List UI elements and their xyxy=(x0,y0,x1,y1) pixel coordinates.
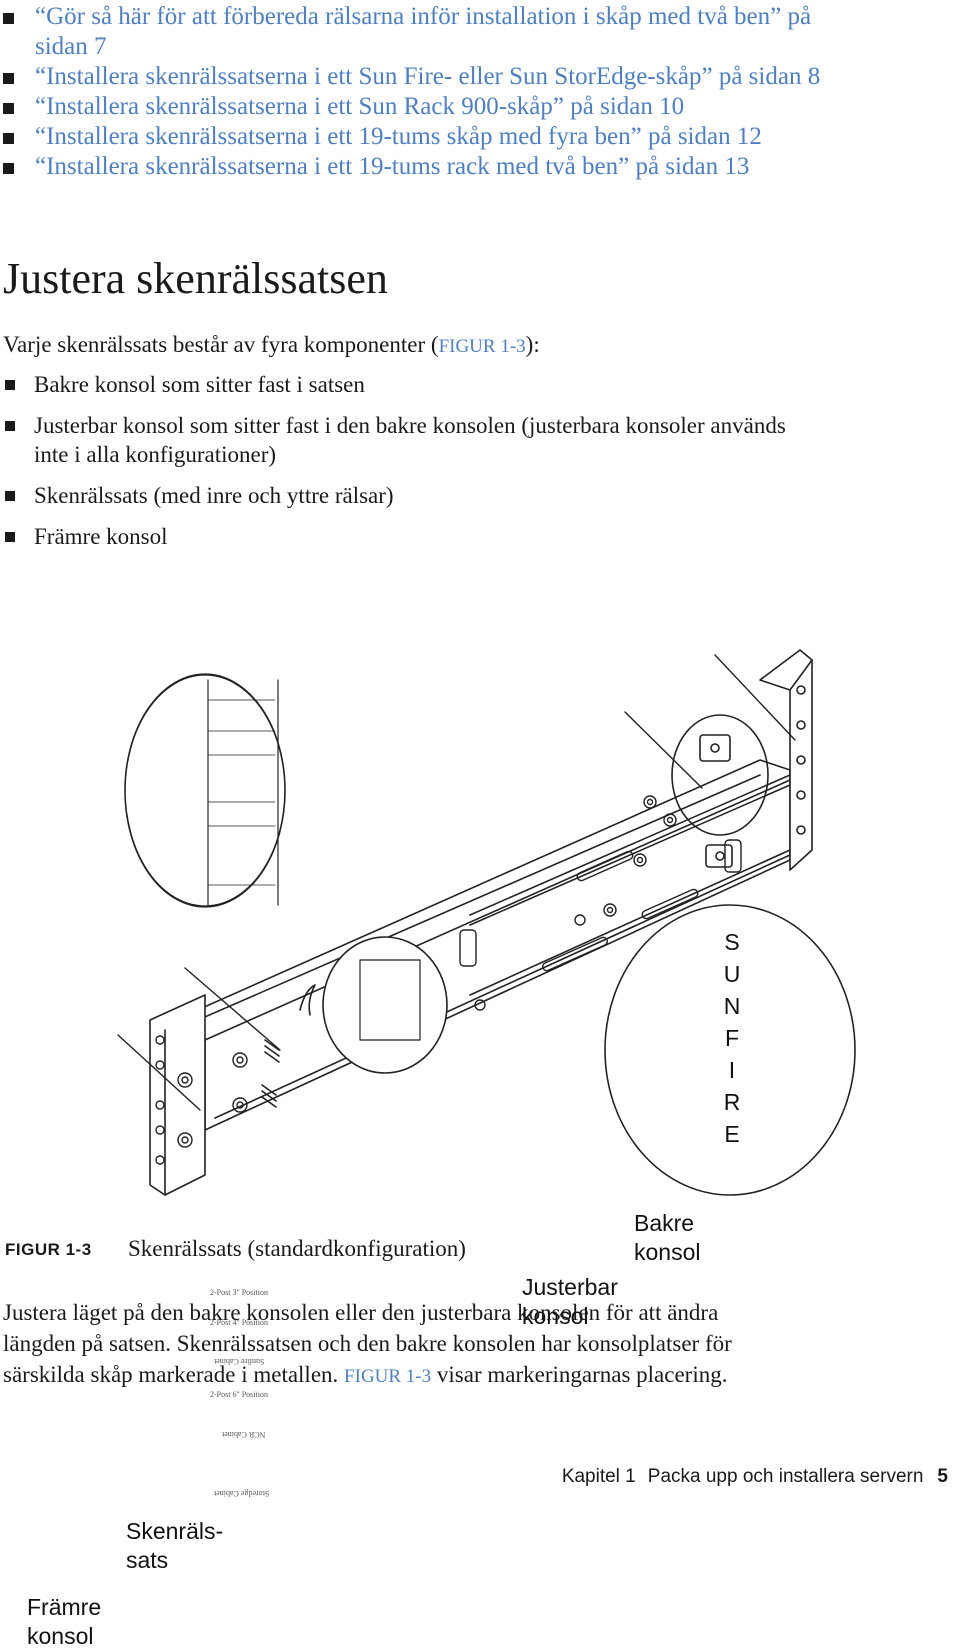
list-item: Främre konsol xyxy=(0,522,960,551)
sunfire-letter: E xyxy=(724,1121,740,1147)
figure-link[interactable]: FIGUR 1-3 xyxy=(438,336,526,357)
xref-text[interactable]: “Installera skenrälssatserna i ett Sun R… xyxy=(35,93,685,120)
list-item-text: Justerbar konsol som sitter fast i den b… xyxy=(34,413,786,438)
list-item-text-cont: inte i alla konfigurationer) xyxy=(34,442,277,467)
bullet-icon xyxy=(3,13,14,24)
xref-text[interactable]: “Installera skenrälssatserna i ett 19-tu… xyxy=(35,123,762,150)
bullet-icon xyxy=(3,103,14,114)
sunfire-letter: N xyxy=(723,993,741,1019)
marking-2post-6: 2-Post 6" Position xyxy=(210,1390,268,1399)
callout-leaders xyxy=(117,654,796,1111)
section-heading: Justera skenrälssatsen xyxy=(3,254,388,303)
magnifier-rail-circle xyxy=(322,936,448,1074)
xref-text[interactable]: “Installera skenrälssatserna i ett Sun F… xyxy=(35,63,821,90)
bullet-icon xyxy=(5,491,15,501)
xref-item[interactable]: “Gör så här för att förbereda rälsarna i… xyxy=(0,2,960,62)
magnifier-detail-circle xyxy=(124,673,286,908)
sunfire-letter: I xyxy=(728,1057,736,1083)
marking-2post-4: 2-Post 4" Position xyxy=(210,1318,268,1327)
rear-bracket xyxy=(699,649,813,871)
list-item-text: Bakre konsol som sitter fast i satsen xyxy=(34,372,365,397)
bullet-icon xyxy=(5,421,15,431)
sunfire-letter: R xyxy=(723,1089,741,1115)
xref-list: “Gör så här för att förbereda rälsarna i… xyxy=(0,2,960,182)
intro-text-end: ): xyxy=(525,332,540,357)
intro-text: Varje skenrälssats består av fyra kompon… xyxy=(3,332,439,357)
body-line: Justera läget på den bakre konsolen elle… xyxy=(3,1300,719,1325)
xref-text[interactable]: “Gör så här för att förbereda rälsarna i… xyxy=(35,3,812,30)
bullet-icon xyxy=(3,133,14,144)
xref-item[interactable]: “Installera skenrälssatserna i ett 19-tu… xyxy=(0,122,960,152)
xref-item[interactable]: “Installera skenrälssatserna i ett Sun R… xyxy=(0,92,960,122)
xref-text[interactable]: “Installera skenrälssatserna i ett 19-tu… xyxy=(35,153,750,180)
component-list: Bakre konsol som sitter fast i satsen Ju… xyxy=(0,370,960,563)
body-line: särskilda skåp markerade i metallen. xyxy=(3,1362,345,1387)
page-footer: Kapitel 1 Packa upp och installera server… xyxy=(562,1462,948,1492)
body-line: längden på satsen. Skenrälssatsen och de… xyxy=(3,1331,732,1356)
callout-line: Justerbar xyxy=(522,1274,618,1300)
list-item: Justerbar konsol som sitter fast i den b… xyxy=(0,411,960,469)
slide-rail-assembly xyxy=(174,759,791,1131)
callout-line: konsol xyxy=(634,1239,701,1265)
bullet-icon xyxy=(5,380,15,390)
bullet-icon xyxy=(3,73,14,84)
callout-line: Skenräls- xyxy=(126,1518,224,1544)
sunfire-letter: F xyxy=(724,1025,740,1051)
front-bracket xyxy=(149,994,280,1196)
body-paragraph: Justera läget på den bakre konsolen elle… xyxy=(3,1297,953,1392)
marking-ncr: NCR Cabinet xyxy=(222,1430,266,1439)
page-number: 5 xyxy=(937,1466,948,1487)
xref-item[interactable]: “Installera skenrälssatserna i ett 19-tu… xyxy=(0,152,960,182)
intro-paragraph: Varje skenrälssats består av fyra kompon… xyxy=(3,330,540,362)
figure-link[interactable]: FIGUR 1-3 xyxy=(344,1366,432,1387)
bullet-icon xyxy=(5,532,15,542)
sunfire-detail-oval xyxy=(604,904,856,1196)
xref-text-cont[interactable]: sidan 7 xyxy=(35,33,107,60)
rail-kit-figure: 2-Post 3" Position 2-Post 4" Position Su… xyxy=(0,600,960,1649)
body-line-end: visar markeringarnas placering. xyxy=(431,1362,728,1387)
callout-line: konsol xyxy=(27,1623,94,1649)
figure-label: FIGUR 1-3 xyxy=(5,1240,92,1259)
rail-kit-illustration xyxy=(117,649,856,1196)
sunfire-letter: S xyxy=(724,929,740,955)
bullet-icon xyxy=(3,163,14,174)
sunfire-letter: U xyxy=(723,961,741,987)
callout-front-bracket: Främre konsol xyxy=(27,1593,101,1651)
magnifier-rear-circle xyxy=(671,714,769,836)
list-item-text: Främre konsol xyxy=(34,524,168,549)
callout-rear-bracket: Bakre konsol xyxy=(634,1209,700,1267)
sunfire-marking: S U N F I R E xyxy=(720,926,744,1150)
footer-chapter: Kapitel 1 xyxy=(561,1466,636,1487)
list-item: Skenrälssats (med inre och yttre rälsar) xyxy=(0,481,960,510)
callout-line: sats xyxy=(126,1547,169,1573)
footer-title: Packa upp och installera servern xyxy=(647,1466,924,1487)
callout-adjustable-bracket: Justerbar konsol xyxy=(522,1273,618,1331)
xref-item[interactable]: “Installera skenrälssatserna i ett Sun F… xyxy=(0,62,960,92)
marking-2post-3: 2-Post 3" Position xyxy=(210,1288,268,1297)
figure-caption: Skenrälssats (standardkonfiguration) xyxy=(128,1236,466,1261)
callout-line: Bakre xyxy=(634,1210,695,1236)
marking-storedge: Storedge Cabinet xyxy=(214,1489,270,1498)
list-item: Bakre konsol som sitter fast i satsen xyxy=(0,370,960,399)
callout-line: konsol xyxy=(522,1303,589,1329)
callout-line: Främre xyxy=(27,1594,102,1620)
list-item-text: Skenrälssats (med inre och yttre rälsar) xyxy=(34,483,394,508)
callout-slide-rail: Skenräls- sats xyxy=(126,1517,223,1575)
